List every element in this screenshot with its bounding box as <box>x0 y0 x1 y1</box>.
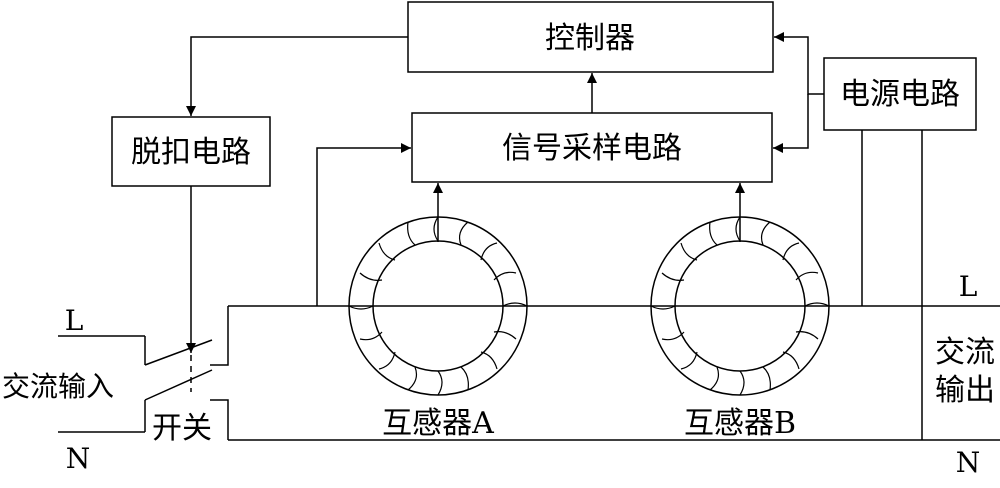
ac-output-label-line1: 交流 <box>935 335 995 370</box>
n-switch-contact <box>144 369 213 401</box>
power-lines <box>58 130 1000 441</box>
text-labels: L 交流输入 N 开关 互感器A 互感器B L 交流 输出 N <box>2 270 995 479</box>
ct-b-winding <box>650 216 830 396</box>
controller-label: 控制器 <box>545 21 635 56</box>
l-switch-out <box>210 306 229 366</box>
current-transformer-b <box>650 216 830 396</box>
trip-circuit-label: 脱扣电路 <box>131 135 251 170</box>
switch-label: 开关 <box>152 411 212 446</box>
l-output-label: L <box>959 270 978 303</box>
sampling-circuit-label: 信号采样电路 <box>502 131 682 166</box>
power-to-controller-arrow <box>774 32 824 95</box>
power-circuit-block: 电源电路 <box>823 57 977 131</box>
current-transformer-a <box>348 216 528 396</box>
controller-block: 控制器 <box>407 1 774 73</box>
l-input-label: L <box>65 304 84 337</box>
controller-to-trip-arrow <box>186 36 408 116</box>
signal-lines <box>186 32 824 392</box>
line-tap-to-sampling-arrow <box>316 143 411 306</box>
n-input-label: N <box>66 442 91 475</box>
n-switch-out <box>210 399 229 440</box>
ct-a-winding <box>348 216 528 396</box>
power-circuit-label: 电源电路 <box>840 77 960 112</box>
sensor-b-label: 互感器B <box>684 406 796 441</box>
power-to-sampling-arrow <box>773 94 809 153</box>
sampling-circuit-block: 信号采样电路 <box>411 112 773 183</box>
l-switch-contact <box>144 339 213 366</box>
trip-circuit-block: 脱扣电路 <box>111 116 271 187</box>
ac-input-label: 交流输入 <box>2 370 114 403</box>
ac-output-label-line2: 输出 <box>935 373 995 408</box>
sensor-a-label: 互感器A <box>382 406 494 441</box>
n-output-label: N <box>956 446 981 479</box>
